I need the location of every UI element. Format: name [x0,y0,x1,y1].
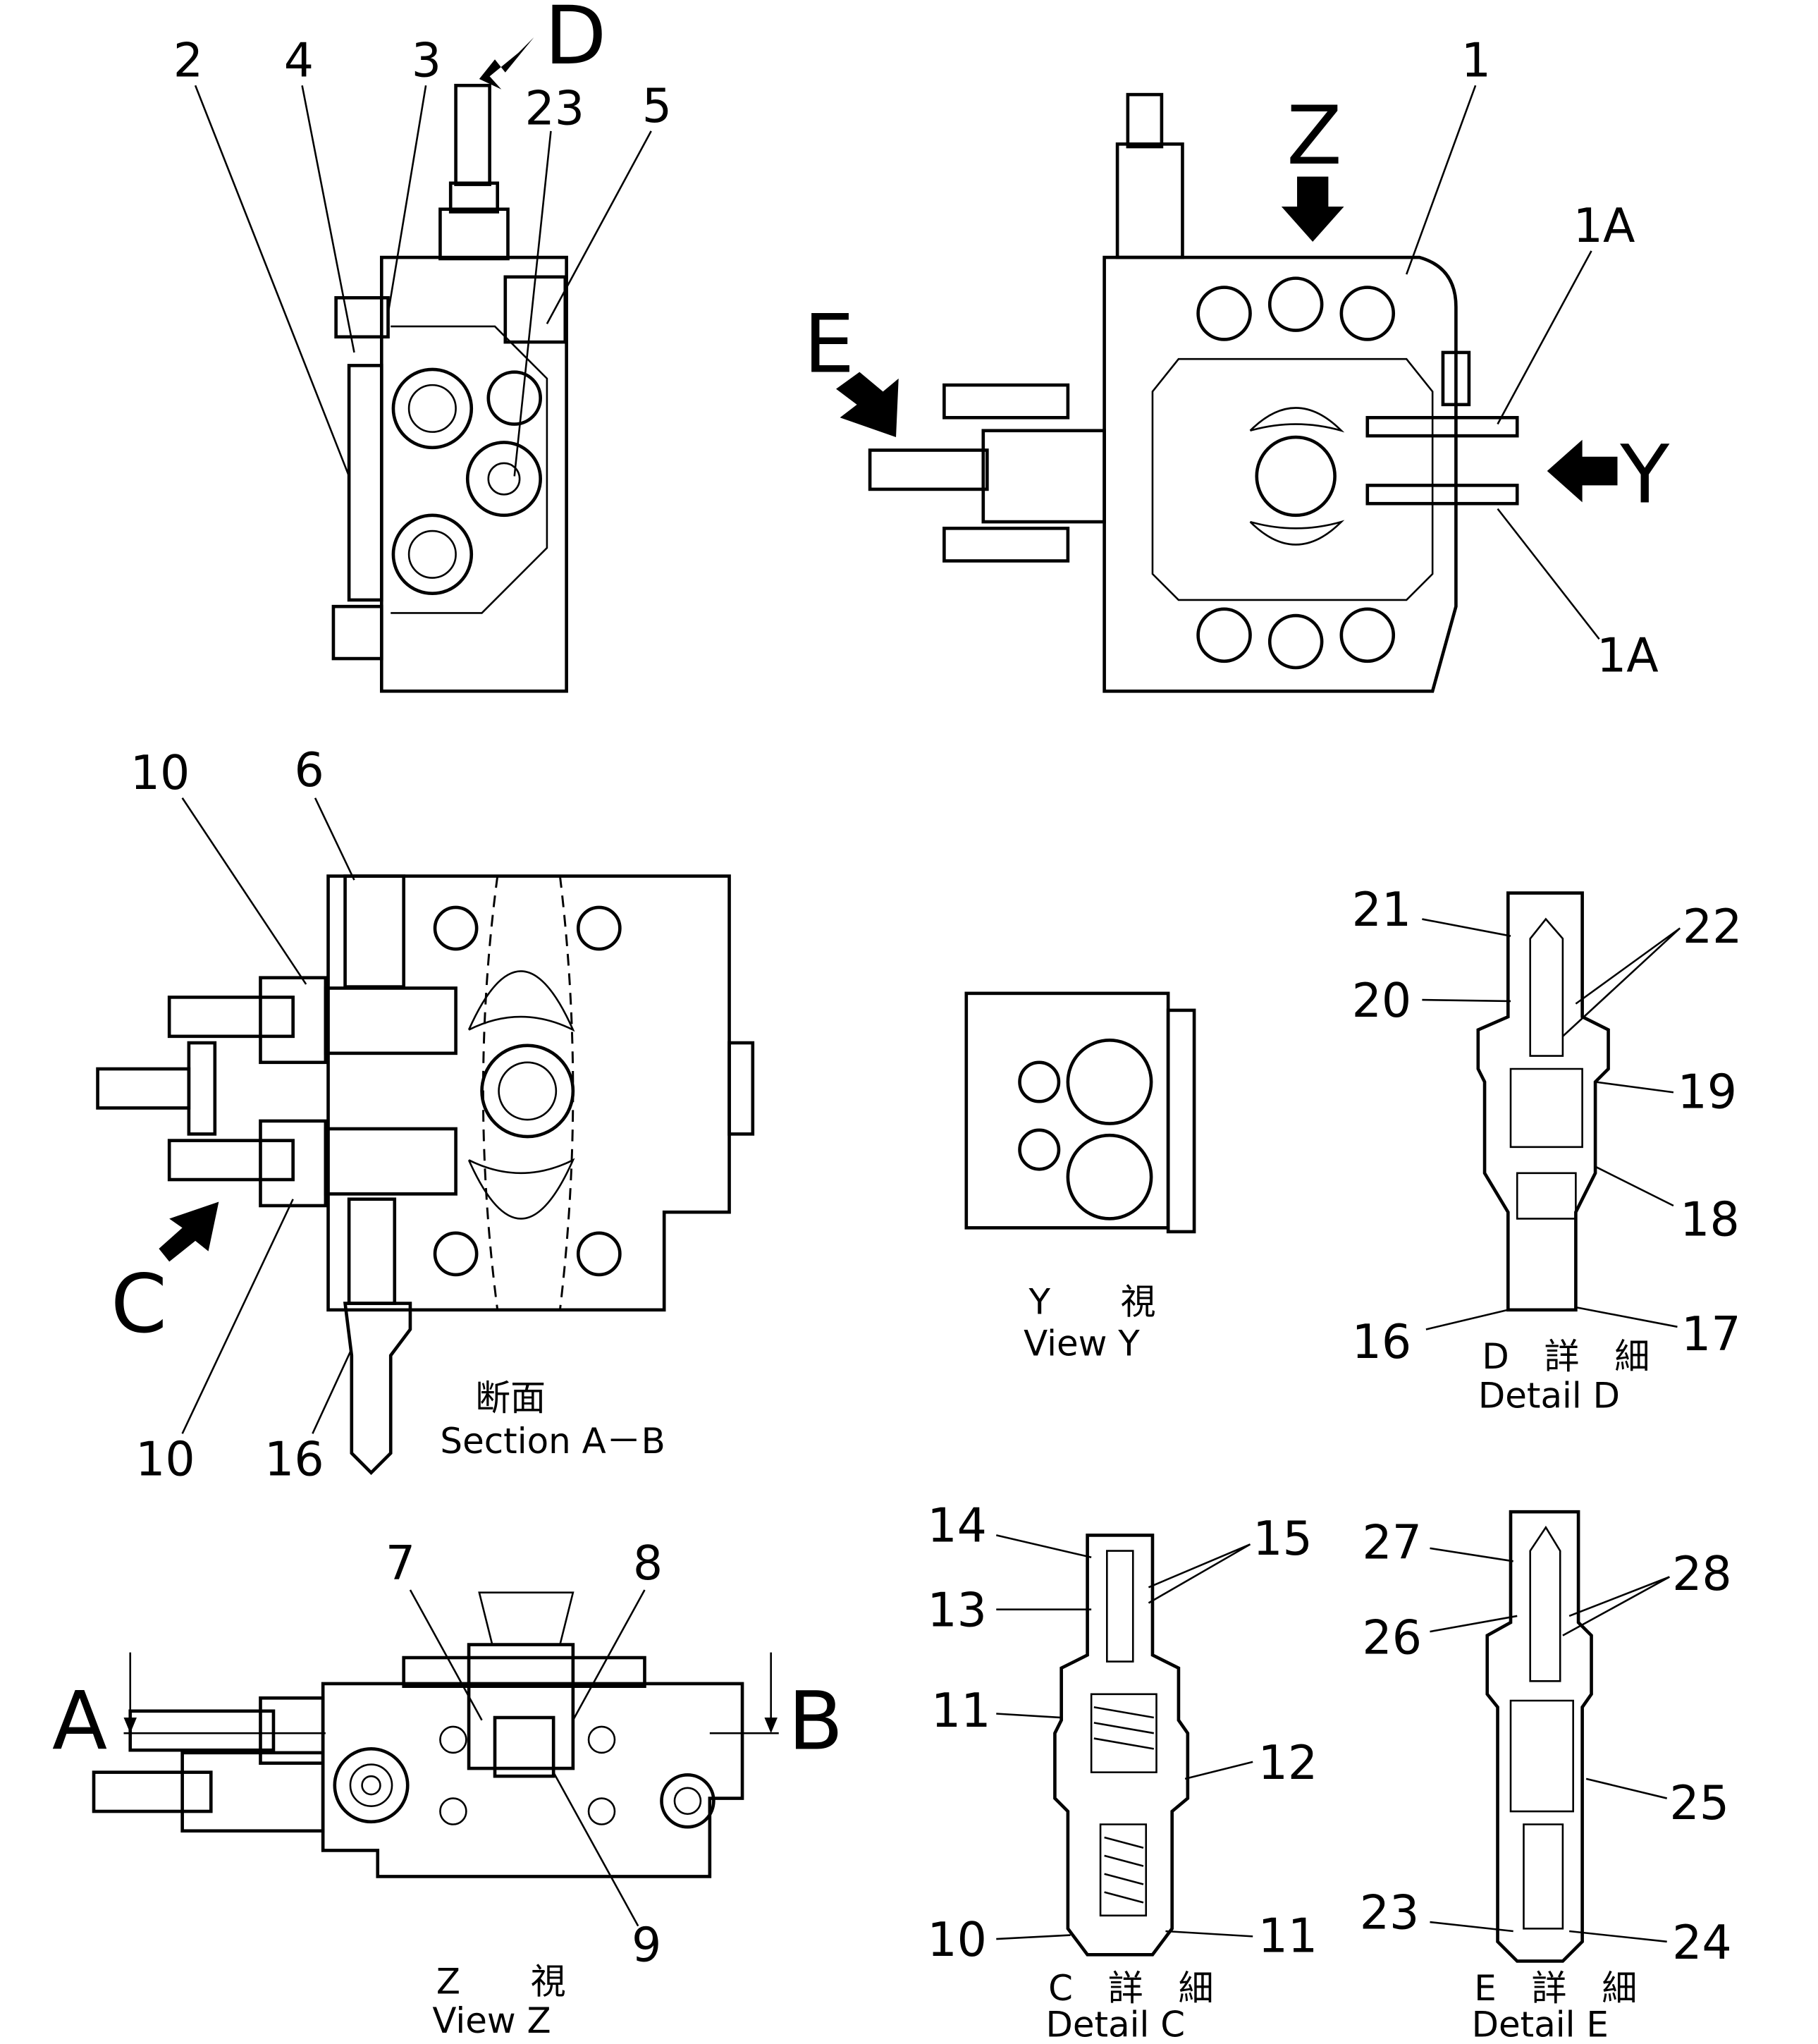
caption: View Y [1024,1323,1140,1364]
callout: 10 [927,1912,987,1967]
callout: 13 [927,1583,987,1638]
detail-e-callouts: 27 28 26 25 23 24 E 詳 細 Detail E [1360,1515,1732,2044]
arrow-y [1547,439,1618,503]
detail-c-callouts: 14 15 13 11 12 10 11 C 詳 細 Detail C [927,1498,1318,2044]
callout: D [544,0,606,83]
caption: Detail E [1472,2005,1609,2044]
callout: 8 [633,1536,663,1591]
callout: A [52,1675,107,1768]
callout: 4 [284,32,314,87]
side-view [331,37,568,693]
callout: 7 [386,1536,415,1591]
callout: 27 [1362,1515,1422,1570]
callout: 10 [130,745,190,800]
section-a-b-callouts: 10 6 C 10 16 断面 Section A－B [111,742,665,1486]
caption-jp: D 詳 細 [1482,1336,1650,1377]
detail-e [1485,1510,1593,1963]
detail-d-callouts: 21 22 20 19 18 16 17 D 詳 細 Detail D [1352,882,1743,1416]
callout: 26 [1362,1610,1422,1665]
callout: 1A [1597,628,1659,683]
callout: 20 [1352,973,1412,1028]
caption: Section A－B [440,1421,665,1462]
detail-c [1053,1534,1190,1957]
caption-jp: 断面 [475,1378,546,1419]
caption-jp: Z 視 [436,1962,566,2002]
callout: 25 [1669,1775,1729,1830]
callout: 11 [1258,1909,1318,1964]
callout: 22 [1683,899,1743,954]
callout: C [111,1258,167,1352]
callout: 15 [1253,1511,1313,1566]
view-z [92,1591,779,1878]
arrow-z [1281,176,1344,242]
callout: 21 [1352,882,1412,937]
caption-jp: C 詳 細 [1048,1968,1213,2009]
callout: 16 [1352,1314,1412,1369]
callout: 14 [927,1498,987,1553]
caption-jp: Y 視 [1028,1281,1155,1322]
callout: 28 [1672,1546,1732,1601]
front-view [836,92,1618,693]
callout: Z [1286,90,1341,183]
caption: View Z [432,2000,551,2041]
callout: 1 [1461,32,1491,87]
arrow-c [159,1201,219,1262]
caption: Detail D [1478,1375,1620,1416]
callout: 11 [931,1683,991,1738]
callout: 3 [412,32,441,87]
view-z-callouts: 7 8 A B 9 Z 視 View Z [52,1536,843,2041]
detail-d [1476,891,1610,1312]
caption-jp: E 詳 細 [1474,1968,1637,2009]
callout: 1A [1573,198,1635,253]
callout: E [804,298,854,392]
callout: Y [1619,428,1670,522]
callout: 2 [173,32,203,87]
arrow-d [479,37,534,90]
callout: 16 [264,1431,324,1486]
view-y: Y 視 View Y [964,991,1196,1364]
callout: 19 [1677,1064,1737,1119]
callout: 5 [642,78,672,133]
callout: 17 [1681,1306,1741,1361]
side-view-callouts: 2 4 3 D 23 5 [173,0,672,477]
callout: 23 [1360,1885,1420,1940]
section-a-b [96,874,755,1475]
caption: Detail C [1045,2005,1185,2044]
callout: 6 [295,742,324,797]
front-view-callouts: 1 Z 1A E Y 1A [804,32,1670,683]
callout: 23 [525,81,585,136]
callout: 9 [632,1917,661,1972]
arrow-e [836,372,899,438]
callout: 18 [1680,1192,1740,1247]
callout: 12 [1258,1735,1318,1790]
callout: B [788,1675,844,1768]
callout: 24 [1672,1915,1732,1970]
callout: 10 [135,1431,195,1486]
